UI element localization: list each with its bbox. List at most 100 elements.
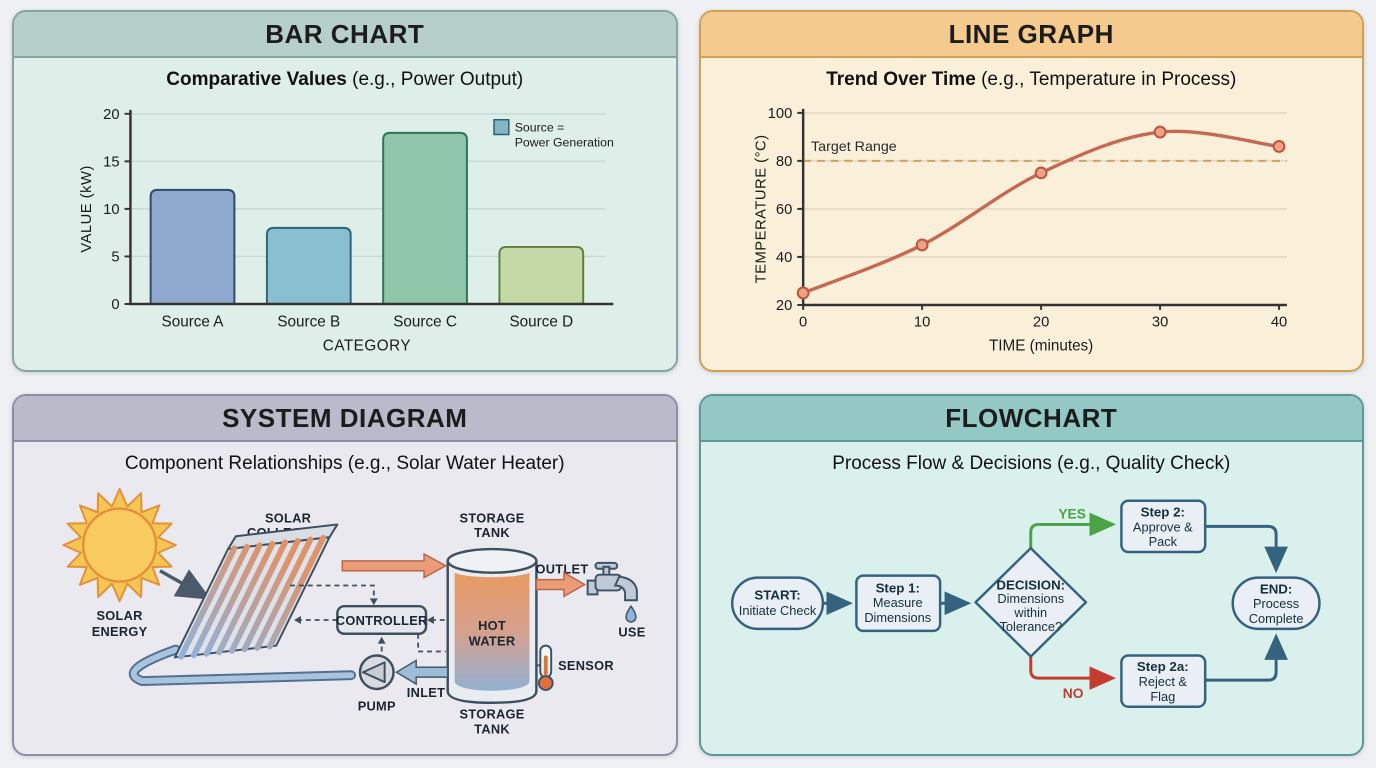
svg-text:Process: Process: [1252, 596, 1298, 611]
legend-swatch: [493, 118, 510, 136]
x-tick-label: Source A: [162, 314, 225, 331]
svg-text:Reject &: Reject &: [1138, 674, 1187, 689]
flowchart-node-start: START: Initiate Check: [730, 576, 824, 631]
inlet-arrow: [395, 659, 449, 686]
flowchart-header: FLOWCHART: [700, 396, 1362, 442]
legend-label: Power Generation: [515, 135, 614, 149]
pump-icon: [358, 654, 395, 691]
bar-chart-panel: BAR CHART Comparative Values (e.g., Powe…: [12, 10, 678, 372]
svg-text:Tolerance?: Tolerance?: [999, 619, 1062, 634]
controller-label: CONTROLLER: [336, 613, 428, 628]
legend-label: Source =: [515, 121, 565, 135]
y-axis-title: TEMPERATURE (°C): [753, 134, 769, 283]
sun-icon: [62, 487, 177, 603]
control-signal-lines: [290, 584, 446, 653]
data-point-marker: [915, 238, 929, 252]
svg-text:within: within: [1013, 605, 1047, 620]
flowchart-panel: FLOWCHART Process Flow & Decisions (e.g.…: [698, 394, 1364, 756]
x-axis-title: CATEGORY: [323, 337, 411, 354]
system-diagram-canvas: SOLAR ENERGY SOLAR COLLECTOR: [14, 486, 676, 754]
flowchart-node-step2a: Step 2a: Reject & Flag: [1119, 654, 1206, 708]
y-tick-label: 60: [775, 202, 791, 218]
bar-Source C: [382, 131, 468, 305]
y-tick-label: 15: [103, 154, 119, 170]
storage-tank-top-label: TANK: [474, 525, 510, 540]
y-tick-label: 100: [767, 106, 792, 122]
svg-text:Dimensions: Dimensions: [864, 610, 931, 625]
line-graph-title: LINE GRAPH: [948, 18, 1114, 49]
flowchart-node-step1: Step 1: Measure Dimensions: [854, 574, 941, 633]
svg-text:END:: END:: [1259, 581, 1292, 596]
svg-text:Step 2:: Step 2:: [1140, 505, 1184, 520]
collector-tube: [254, 536, 314, 651]
svg-text:Pack: Pack: [1148, 534, 1177, 549]
solar-energy-label: SOLAR: [96, 608, 142, 623]
x-tick-label: 0: [799, 315, 807, 331]
bar-chart-title: BAR CHART: [265, 18, 425, 49]
hot-water-label: WATER: [469, 634, 516, 649]
y-tick-label: 20: [775, 298, 791, 314]
temperature-curve: [802, 129, 1279, 295]
edge-no: [1028, 656, 1116, 690]
line-graph-body: Trend Over Time (e.g., Temperature in Pr…: [701, 58, 1363, 370]
collector-tube: [178, 545, 238, 660]
svg-text:Complete: Complete: [1248, 611, 1303, 626]
x-axis-title: TIME (minutes): [988, 337, 1092, 354]
system-diagram-header: SYSTEM DIAGRAM: [14, 396, 676, 442]
storage-tank-top-label: STORAGE: [459, 510, 524, 525]
storage-tank-bottom-label: TANK: [474, 721, 510, 736]
y-tick-label: 40: [775, 250, 791, 266]
collector-tube: [216, 540, 276, 656]
droplet-icon: [625, 604, 637, 623]
y-tick-label: 80: [775, 154, 791, 170]
solar-collector: [128, 523, 357, 687]
bar-Source A: [149, 188, 236, 305]
collector-tube: [266, 535, 327, 650]
bar-chart-subtitle: Comparative Values (e.g., Power Output): [166, 69, 524, 90]
sun-to-collector-arrow: [159, 569, 212, 600]
x-tick-label: Source C: [393, 314, 457, 331]
flowchart-canvas: YES NO START: Initiate Check Step 1: Mea…: [701, 486, 1363, 754]
use-label: USE: [618, 625, 645, 640]
sensor-label: SENSOR: [558, 658, 614, 673]
faucet-icon: [586, 561, 638, 602]
flowchart-node-end: END: Process Complete: [1231, 576, 1321, 631]
x-tick-label: 40: [1270, 315, 1286, 331]
outlet-label: OUTLET: [536, 562, 589, 577]
storage-tank: [446, 547, 538, 704]
y-axis-title: VALUE (kW): [79, 165, 95, 253]
x-tick-label: 30: [1151, 315, 1167, 331]
x-tick-label: Source B: [277, 314, 340, 331]
bar-Source B: [265, 226, 352, 305]
x-tick-label: 10: [913, 315, 929, 331]
line-graph-subtitle: Trend Over Time (e.g., Temperature in Pr…: [826, 69, 1237, 90]
svg-text:Step 1:: Step 1:: [875, 580, 919, 595]
pump-label: PUMP: [358, 699, 396, 714]
svg-text:Dimensions: Dimensions: [997, 591, 1064, 606]
solar-energy-label: ENERGY: [92, 624, 148, 639]
svg-text:Measure: Measure: [872, 595, 922, 610]
hot-flow-arrow: [341, 552, 448, 579]
bar-Source D: [498, 245, 585, 305]
flowchart-body: Process Flow & Decisions (e.g., Quality …: [701, 442, 1363, 754]
svg-text:Approve &: Approve &: [1132, 519, 1192, 534]
hot-water-label: HOT: [478, 618, 506, 633]
data-point-marker: [796, 286, 810, 300]
collector-tube: [228, 539, 289, 654]
collector-tube: [241, 537, 301, 653]
system-diagram-svg: SOLAR ENERGY SOLAR COLLECTOR: [62, 487, 645, 736]
svg-text:Step 2a:: Step 2a:: [1136, 659, 1188, 674]
edge-yes: [1028, 512, 1116, 549]
target-range-label: Target Range: [811, 139, 897, 155]
yes-label: YES: [1058, 507, 1086, 522]
flowchart-node-decision: DECISION: Dimensions within Tolerance?: [973, 546, 1087, 658]
system-diagram-body: Component Relationships (e.g., Solar Wat…: [14, 442, 676, 754]
system-diagram-title: SYSTEM DIAGRAM: [222, 402, 468, 433]
bar-chart-header: BAR CHART: [14, 12, 676, 58]
svg-text:DECISION:: DECISION:: [996, 577, 1065, 592]
line-graph-header: LINE GRAPH: [700, 12, 1362, 58]
data-point-marker: [1272, 140, 1285, 153]
